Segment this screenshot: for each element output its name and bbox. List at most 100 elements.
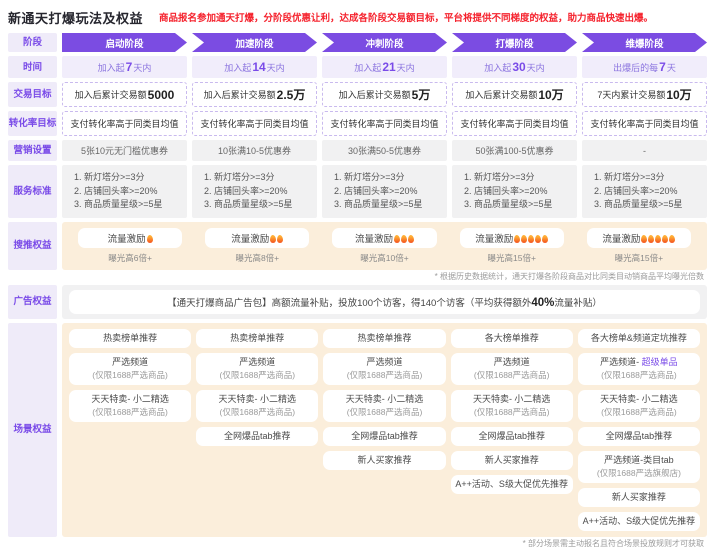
exposure-label: 曝光高10倍+ bbox=[360, 252, 409, 263]
scene-card: 各大榜单推荐 bbox=[450, 328, 573, 348]
scene-card: 全网爆品tab推荐 bbox=[577, 426, 700, 446]
scene-card: 新人买家推荐 bbox=[577, 487, 700, 507]
traffic-incentive-card: 流量激励 bbox=[332, 227, 437, 248]
search-benefit-cell: 流量激励 曝光高6倍+ bbox=[69, 227, 191, 264]
cvr-cell: 支付转化率高于同类目均值 bbox=[582, 111, 707, 136]
traffic-incentive-card: 流量激励 bbox=[205, 227, 310, 248]
fire-icons bbox=[393, 234, 414, 245]
stage-banner-accelerate: 加速阶段 bbox=[192, 33, 317, 52]
stage-banner-sprint: 冲刺阶段 bbox=[322, 33, 447, 52]
traffic-incentive-card: 流量激励 bbox=[459, 227, 564, 248]
marketing-cell: - bbox=[582, 140, 707, 161]
stage-banner-sustain: 维爆阶段 bbox=[582, 33, 707, 52]
header: 新通天打爆玩法及权益 商品报名参加通天打爆，分阶段优惠让利，达成各阶段交易额目标… bbox=[8, 6, 707, 28]
exposure-label: 曝光高15倍+ bbox=[487, 252, 536, 263]
exposure-label: 曝光高15倍+ bbox=[614, 252, 664, 263]
scene-card: 严选频道(仅限1688严选商品) bbox=[69, 352, 192, 385]
scene-card: 新人买家推荐 bbox=[323, 450, 446, 470]
scene-card: 严选频道(仅限1688严选商品) bbox=[323, 352, 446, 385]
scene-column-explode: 各大榜单推荐 严选频道(仅限1688严选商品) 天天特卖- 小二精选(仅限168… bbox=[450, 328, 573, 531]
search-benefit-cell: 流量激励 曝光高15倍+ bbox=[451, 227, 573, 264]
ads-package-card: 【通天打爆商品广告包】高额流量补贴，投放100个访客，得140个访客（平均获得额… bbox=[69, 289, 700, 314]
ads-benefit-row: 广告权益 【通天打爆商品广告包】高额流量补贴，投放100个访客，得140个访客（… bbox=[8, 284, 707, 319]
fire-icons bbox=[640, 234, 676, 245]
scene-card: 各大榜单&频道定坑推荐 bbox=[577, 328, 700, 348]
scene-benefit-row: 场景权益 热卖榜单推荐 严选频道(仅限1688严选商品) 天天特卖- 小二精选(… bbox=[8, 322, 707, 537]
row-label-cvr: 转化率目标 bbox=[8, 111, 57, 136]
marketing-cell: 30张满50-5优惠券 bbox=[322, 140, 447, 161]
row-label-ads: 广告权益 bbox=[8, 284, 57, 319]
row-label-service: 服务标准 bbox=[8, 165, 57, 218]
scene-benefit-area: 热卖榜单推荐 严选频道(仅限1688严选商品) 天天特卖- 小二精选(仅限168… bbox=[62, 322, 707, 537]
header-note: 商品报名参加通天打爆，分阶段优惠让利，达成各阶段交易额目标，平台将提供不同梯度的… bbox=[159, 13, 654, 24]
stage-banner-explode: 打爆阶段 bbox=[452, 33, 577, 52]
scene-card: 全网爆品tab推荐 bbox=[196, 426, 319, 446]
ads-benefit-area: 【通天打爆商品广告包】高额流量补贴，投放100个访客，得140个访客（平均获得额… bbox=[62, 284, 707, 319]
exposure-label: 曝光高8倍+ bbox=[235, 252, 280, 263]
exposure-label: 曝光高6倍+ bbox=[108, 252, 152, 263]
marketing-cell: 10张满10-5优惠券 bbox=[192, 140, 317, 161]
row-label-stage: 阶段 bbox=[8, 33, 57, 52]
scene-column-sustain: 各大榜单&频道定坑推荐 严选频道- 超级单品(仅限1688严选商品) 天天特卖-… bbox=[577, 328, 700, 531]
traffic-incentive-card: 流量激励 bbox=[78, 227, 183, 248]
cvr-target-row: 转化率目标 支付转化率高于同类目均值 支付转化率高于同类目均值 支付转化率高于同… bbox=[8, 111, 707, 136]
traffic-incentive-card: 流量激励 bbox=[586, 227, 691, 248]
marketing-cell: 50张满100-5优惠券 bbox=[452, 140, 577, 161]
row-label-time: 时间 bbox=[8, 56, 57, 78]
scene-card: 全网爆品tab推荐 bbox=[323, 426, 446, 446]
scene-column-sprint: 热卖榜单推荐 严选频道(仅限1688严选商品) 天天特卖- 小二精选(仅限168… bbox=[323, 328, 446, 531]
scene-card: 热卖榜单推荐 bbox=[196, 328, 319, 348]
search-benefit-cell: 流量激励 曝光高10倍+ bbox=[323, 227, 445, 264]
fire-icons bbox=[269, 234, 284, 245]
scene-card: 严选频道(仅限1688严选商品) bbox=[196, 352, 319, 385]
row-label-marketing: 营销设置 bbox=[8, 140, 57, 161]
scene-card: 全网爆品tab推荐 bbox=[450, 426, 573, 446]
scene-card: 天天特卖- 小二精选(仅限1688严选商品) bbox=[196, 389, 319, 422]
scene-card: A++活动、S级大促优先推荐 bbox=[450, 474, 573, 494]
row-label-scene: 场景权益 bbox=[8, 322, 57, 537]
scene-card: 新人买家推荐 bbox=[450, 450, 573, 470]
marketing-row: 营销设置 5张10元无门槛优惠券 10张满10-5优惠券 30张满50-5优惠券… bbox=[8, 140, 707, 161]
scene-card: 热卖榜单推荐 bbox=[323, 328, 446, 348]
scene-card: 严选频道- 超级单品(仅限1688严选商品) bbox=[577, 352, 700, 385]
search-benefit-cell: 流量激励 曝光高8倍+ bbox=[196, 227, 318, 264]
scene-card: 天天特卖- 小二精选(仅限1688严选商品) bbox=[450, 389, 573, 422]
search-benefit-area: 流量激励 曝光高6倍+ 流量激励 曝光高8倍+ 流量激励 曝光高10倍+ 流量激… bbox=[62, 221, 707, 270]
scene-column-accelerate: 热卖榜单推荐 严选频道(仅限1688严选商品) 天天特卖- 小二精选(仅限168… bbox=[196, 328, 319, 531]
scene-card: 天天特卖- 小二精选(仅限1688严选商品) bbox=[69, 389, 192, 422]
scene-card: 严选频道-类目tab(仅限1688严选旗舰店) bbox=[577, 450, 700, 483]
row-label-search: 搜推权益 bbox=[8, 221, 57, 270]
search-footnote: * 根据历史数据统计，通天打爆各阶段商品对比同类目动销商品平均曝光倍数 bbox=[434, 271, 704, 281]
scene-card: 严选频道(仅限1688严选商品) bbox=[450, 352, 573, 385]
cvr-cell: 支付转化率高于同类目均值 bbox=[62, 111, 187, 136]
cvr-cell: 支付转化率高于同类目均值 bbox=[452, 111, 577, 136]
fire-icons bbox=[146, 234, 153, 245]
stage-banner-start: 启动阶段 bbox=[62, 33, 187, 52]
cvr-cell: 支付转化率高于同类目均值 bbox=[322, 111, 447, 136]
search-benefit-row: 搜推权益 流量激励 曝光高6倍+ 流量激励 曝光高8倍+ 流量激励 曝光高10倍… bbox=[8, 221, 707, 270]
search-benefit-cell: 流量激励 曝光高15倍+ bbox=[578, 227, 700, 264]
marketing-cell: 5张10元无门槛优惠券 bbox=[62, 140, 187, 161]
scene-card: A++活动、S级大促优先推荐 bbox=[577, 511, 700, 531]
fire-icons bbox=[513, 234, 549, 245]
scene-card: 天天特卖- 小二精选(仅限1688严选商品) bbox=[323, 389, 446, 422]
scene-column-start: 热卖榜单推荐 严选频道(仅限1688严选商品) 天天特卖- 小二精选(仅限168… bbox=[69, 328, 192, 531]
